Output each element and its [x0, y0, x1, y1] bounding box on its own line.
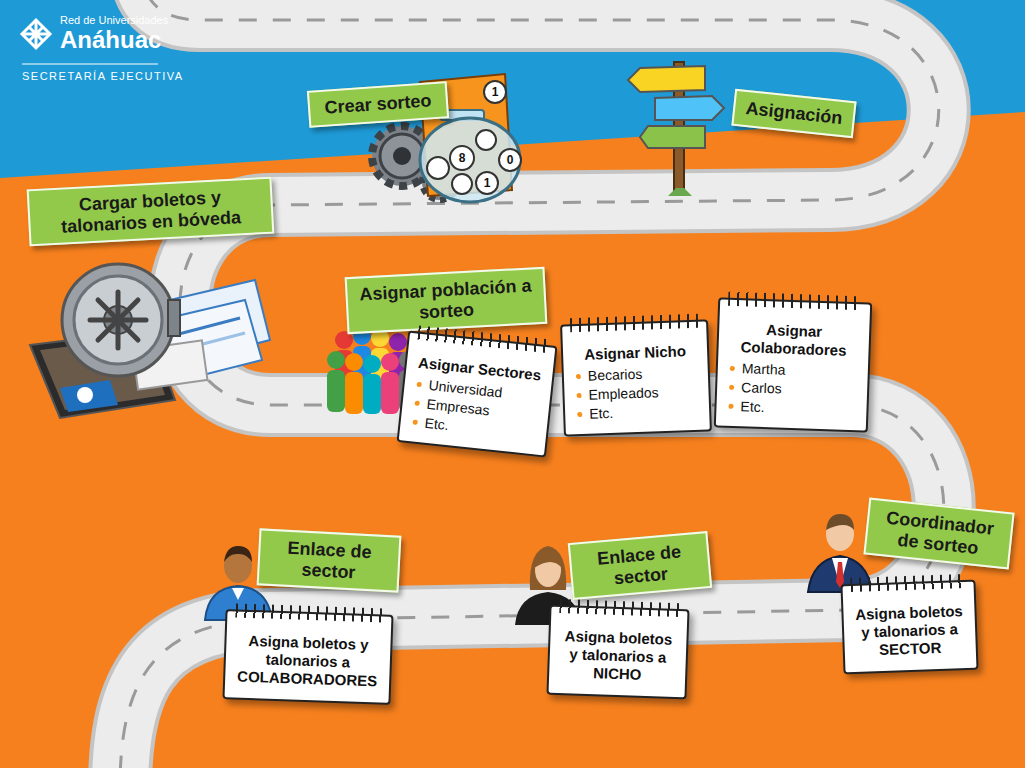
logo-symbol — [22, 20, 50, 48]
logo-subtitle: SECRETARÍA EJECUTIVA — [22, 70, 184, 82]
bullet-dot — [576, 374, 581, 379]
note-pad: Asignar ColaboradoresMarthaCarlosEtc. — [714, 297, 872, 433]
bullet-dot — [728, 403, 733, 408]
tag-text: Asignar población a sorteo — [357, 275, 535, 326]
list-item: Becarios — [574, 364, 699, 385]
note-pad: Asigna boletos y talonarios a NICHO — [546, 605, 689, 700]
tag-text: Crear sorteo — [319, 90, 436, 119]
logo-name: Anáhuac — [60, 26, 161, 54]
list-text: Martha — [742, 360, 786, 378]
step-tag: Asignar población a sorteo — [345, 267, 548, 335]
bullet-dot — [416, 382, 421, 387]
bullet-dot — [577, 411, 582, 416]
ball-number: 8 — [459, 151, 466, 165]
note-pad: Asigna boletos y talonarios a COLABORADO… — [222, 609, 393, 705]
list-text: Etc. — [740, 398, 765, 415]
note-pad: Asigna boletos y talonarios a SECTOR — [840, 580, 978, 675]
tag-text: Asignación — [744, 98, 844, 129]
list-item: Empleados — [574, 383, 699, 404]
list-item: Etc. — [726, 397, 857, 418]
tag-text: Cargar boletos y talonarios en bóveda — [39, 185, 262, 238]
spiral-binding — [850, 574, 965, 592]
bullet-dot — [576, 393, 581, 398]
ball-number: 0 — [507, 153, 514, 167]
list-item: Etc. — [575, 401, 700, 422]
pad-text: Asigna boletos y talonarios a SECTOR — [853, 602, 966, 660]
pad-text: Asigna boletos y talonarios a COLABORADO… — [235, 632, 381, 691]
tag-text: Enlace de sector — [269, 537, 389, 584]
road — [120, 0, 944, 768]
tag-text: Enlace de sector — [580, 540, 699, 591]
road-dashes — [120, 0, 944, 768]
logo-network: Red de Universidades — [60, 14, 168, 26]
bullet-dot — [730, 366, 735, 371]
tag-text: Coordinador de sorteo — [876, 507, 1002, 561]
pad-text: Asigna boletos y talonarios a NICHO — [559, 627, 677, 685]
bullet-dot — [414, 400, 419, 405]
list-text: Empresas — [426, 396, 490, 419]
note-pad: Asignar NichoBecariosEmpleadosEtc. — [560, 319, 712, 436]
step-tag: Enlace de sector — [568, 531, 712, 600]
bullet-dot — [413, 419, 418, 424]
tickets-and-vault — [30, 264, 270, 418]
list-text: Carlos — [741, 379, 782, 396]
pad-heading: Asignar Nicho — [573, 342, 698, 364]
road-surface — [120, 0, 944, 768]
signpost — [628, 62, 724, 196]
list-text: Becarios — [588, 366, 643, 384]
note-pad: Asignar SectoresUniversidadEmpresasEtc. — [397, 330, 558, 457]
list-text: Etc. — [424, 414, 450, 432]
list-item: Martha — [728, 360, 859, 381]
step-tag: Enlace de sector — [257, 528, 402, 593]
logo-rule — [22, 64, 158, 65]
pad-heading: Asignar Colaboradores — [728, 320, 859, 361]
list-item: Etc. — [410, 413, 537, 443]
road-edge — [120, 0, 944, 768]
list-text: Etc. — [589, 404, 614, 421]
ball-number: 1 — [484, 176, 491, 190]
bullet-dot — [729, 385, 734, 390]
list-item: Carlos — [727, 379, 858, 400]
list-text: Empleados — [588, 384, 659, 402]
spiral-binding — [559, 599, 679, 617]
ball-number: 1 — [492, 85, 499, 99]
